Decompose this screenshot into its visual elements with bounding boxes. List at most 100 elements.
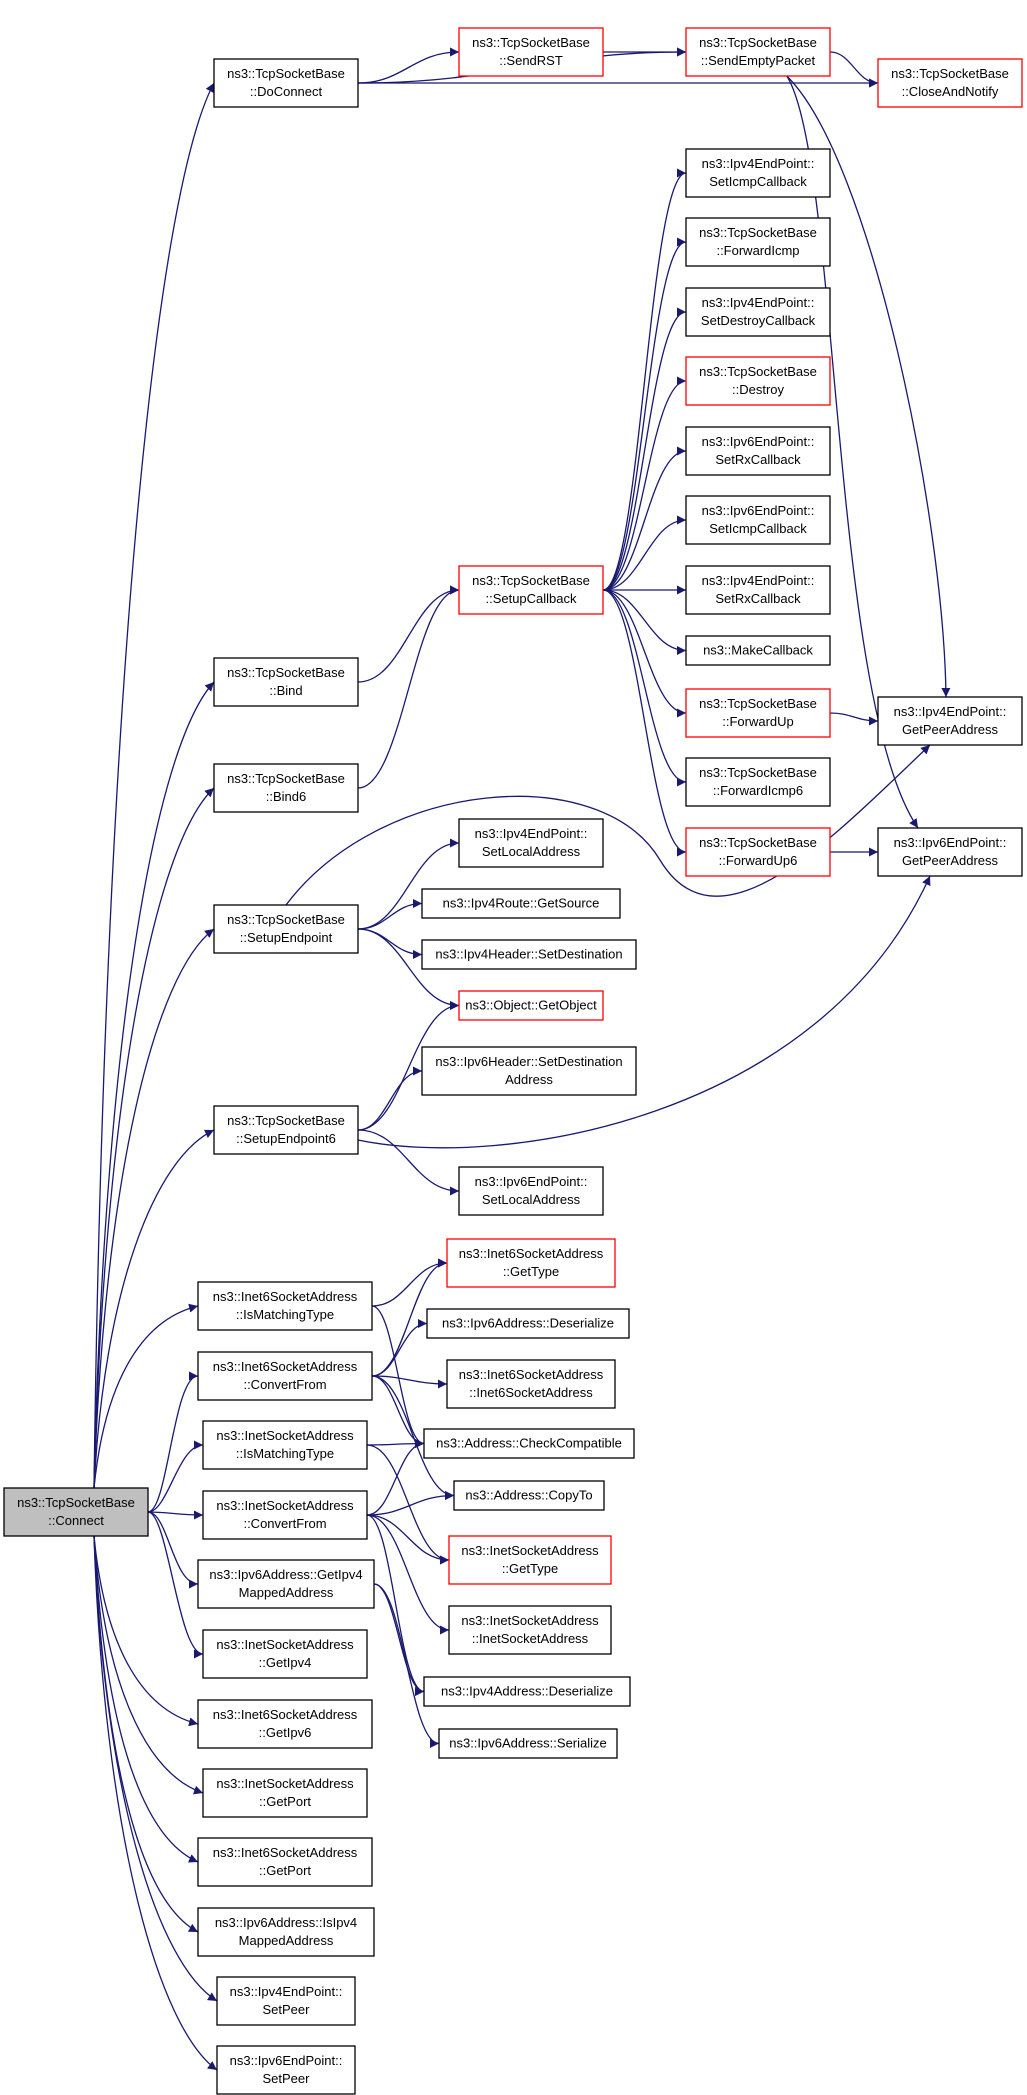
node-fwdicmp6[interactable]: ns3::TcpSocketBase::ForwardIcmp6 — [685, 757, 831, 807]
node-sendempty[interactable]: ns3::TcpSocketBase::SendEmptyPacket — [685, 27, 831, 77]
node-label: MappedAddress — [239, 1585, 334, 1600]
node-label: ns3::TcpSocketBase — [472, 35, 590, 50]
edge-connect-to-i4_getport — [93, 1535, 204, 1795]
node-box — [685, 565, 831, 615]
node-box — [421, 939, 637, 970]
node-i4_convert[interactable]: ns3::InetSocketAddress::ConvertFrom — [202, 1490, 368, 1540]
node-ipv4ep_getpeer[interactable]: ns3::Ipv4EndPoint::GetPeerAddress — [877, 696, 1023, 746]
node-label: ns3::TcpSocketBase — [472, 573, 590, 588]
node-label: ns3::Ipv4Route::GetSource — [443, 896, 600, 911]
node-i4_getipv4[interactable]: ns3::InetSocketAddress::GetIpv4 — [202, 1629, 368, 1679]
edge-setupep6-to-ipv6ep_getpeer — [357, 875, 931, 1149]
node-closenotify[interactable]: ns3::TcpSocketBase::CloseAndNotify — [877, 58, 1023, 108]
node-i4_ctor[interactable]: ns3::InetSocketAddress::InetSocketAddres… — [448, 1605, 612, 1655]
edge-setupcb-to-fwdicmp — [602, 237, 687, 591]
node-box — [421, 888, 621, 919]
node-label: ns3::Ipv6EndPoint:: — [475, 1174, 588, 1189]
node-label: SetIcmpCallback — [709, 521, 807, 536]
node-setupep[interactable]: ns3::TcpSocketBase::SetupEndpoint — [213, 904, 359, 954]
node-label: Address — [505, 1072, 553, 1087]
node-label: ns3::Ipv6EndPoint:: — [894, 835, 1007, 850]
edge-i4_convert-to-ipv4addr_deser — [366, 1514, 425, 1696]
node-i6_convert[interactable]: ns3::Inet6SocketAddress::ConvertFrom — [197, 1351, 373, 1401]
edge-i4_ismatch-to-addr_check — [366, 1439, 425, 1449]
node-connect[interactable]: ns3::TcpSocketBase::Connect — [3, 1487, 149, 1537]
node-ipv4route_getsrc[interactable]: ns3::Ipv4Route::GetSource — [421, 888, 621, 919]
node-fwdicmp[interactable]: ns3::TcpSocketBase::ForwardIcmp — [685, 217, 831, 267]
node-label: ::ForwardUp6 — [719, 853, 798, 868]
node-ipv6addr_deser[interactable]: ns3::Ipv6Address::Deserialize — [426, 1308, 630, 1339]
node-ipv6ep_setrx[interactable]: ns3::Ipv6EndPoint::SetRxCallback — [685, 426, 831, 476]
node-bind6[interactable]: ns3::TcpSocketBase::Bind6 — [213, 763, 359, 813]
node-ipv6addr_ser[interactable]: ns3::Ipv6Address::Serialize — [438, 1728, 618, 1759]
edge-connect-to-ipv4ep_setpeer — [93, 1535, 218, 2002]
node-doconnect[interactable]: ns3::TcpSocketBase::DoConnect — [213, 58, 359, 108]
node-ipv6ep_setlocal[interactable]: ns3::Ipv6EndPoint::SetLocalAddress — [458, 1166, 604, 1216]
node-label: ns3::Inet6SocketAddress — [459, 1367, 604, 1382]
node-box — [446, 1238, 616, 1288]
node-ipv6ep_seticmp[interactable]: ns3::Ipv6EndPoint::SetIcmpCallback — [685, 495, 831, 545]
edge-setupep-to-getobject — [357, 928, 460, 1010]
edge-i6_convert-to-ipv6addr_deser — [371, 1319, 428, 1377]
node-label: ns3::Ipv4EndPoint:: — [702, 156, 815, 171]
node-label: ::SendRST — [499, 53, 563, 68]
edge-fwdup-to-ipv4ep_getpeer — [829, 712, 879, 726]
edge-connect-to-i6_getipv6 — [93, 1535, 199, 1727]
node-label: ns3::Ipv4Header::SetDestination — [435, 947, 622, 962]
node-getobject[interactable]: ns3::Object::GetObject — [458, 990, 604, 1021]
edge-connect-to-i4_convert — [147, 1510, 204, 1520]
node-ipv4ep_setlocal[interactable]: ns3::Ipv4EndPoint::SetLocalAddress — [458, 818, 604, 868]
edge-setupcb-to-destroy — [602, 376, 687, 591]
node-box — [685, 688, 831, 738]
node-label: ns3::Inet6SocketAddress — [213, 1845, 358, 1860]
node-ipv6ep_setpeer[interactable]: ns3::Ipv6EndPoint::SetPeer — [216, 2045, 356, 2095]
node-i4_ismatch[interactable]: ns3::InetSocketAddress::IsMatchingType — [202, 1420, 368, 1470]
node-i4_getport[interactable]: ns3::InetSocketAddress::GetPort — [202, 1768, 368, 1818]
nodes-layer: ns3::TcpSocketBase::Connect ns3::TcpSocke… — [3, 27, 1023, 2095]
node-label: ns3::TcpSocketBase — [699, 835, 817, 850]
node-box — [421, 1046, 637, 1096]
node-i6_ctor[interactable]: ns3::Inet6SocketAddress::Inet6SocketAddr… — [446, 1359, 616, 1409]
node-label: ns3::InetSocketAddress — [216, 1637, 354, 1652]
node-ipv4ep_setpeer[interactable]: ns3::Ipv4EndPoint::SetPeer — [216, 1976, 356, 2026]
node-label: ns3::Address::CheckCompatible — [436, 1436, 622, 1451]
node-ipv4ep_setrx[interactable]: ns3::Ipv4EndPoint::SetRxCallback — [685, 565, 831, 615]
node-i6_getipv6[interactable]: ns3::Inet6SocketAddress::GetIpv6 — [197, 1699, 373, 1749]
node-ipv6ep_getpeer[interactable]: ns3::Ipv6EndPoint::GetPeerAddress — [877, 827, 1023, 877]
node-setupcb[interactable]: ns3::TcpSocketBase::SetupCallback — [458, 565, 604, 615]
edge-bind6-to-setupcb — [357, 585, 460, 789]
node-addr_check[interactable]: ns3::Address::CheckCompatible — [423, 1428, 635, 1459]
node-ipv4ep_setdestroy[interactable]: ns3::Ipv4EndPoint::SetDestroyCallback — [685, 287, 831, 337]
node-i6_gettype[interactable]: ns3::Inet6SocketAddress::GetType — [446, 1238, 616, 1288]
node-label: ns3::Inet6SocketAddress — [213, 1359, 358, 1374]
edge-i4_convert-to-i4_gettype — [366, 1514, 450, 1565]
node-ipv4addr_deser[interactable]: ns3::Ipv4Address::Deserialize — [423, 1676, 631, 1707]
node-i4_gettype[interactable]: ns3::InetSocketAddress::GetType — [448, 1535, 612, 1585]
edge-setupcb-to-fwdup6 — [602, 589, 687, 857]
node-label: SetRxCallback — [715, 591, 801, 606]
node-i6_getport[interactable]: ns3::Inet6SocketAddress::GetPort — [197, 1837, 373, 1887]
node-makecb[interactable]: ns3::MakeCallback — [685, 635, 831, 666]
edge-sendempty-to-ipv4ep_getpeer — [786, 75, 951, 698]
node-sendrst[interactable]: ns3::TcpSocketBase::SendRST — [458, 27, 604, 77]
node-setupep6[interactable]: ns3::TcpSocketBase::SetupEndpoint6 — [213, 1105, 359, 1155]
node-addr_copyto[interactable]: ns3::Address::CopyTo — [453, 1480, 605, 1511]
node-bind[interactable]: ns3::TcpSocketBase::Bind — [213, 657, 359, 707]
node-box — [685, 217, 831, 267]
node-label: SetPeer — [263, 2002, 311, 2017]
node-destroy[interactable]: ns3::TcpSocketBase::Destroy — [685, 356, 831, 406]
node-fwdup[interactable]: ns3::TcpSocketBase::ForwardUp — [685, 688, 831, 738]
node-fwdup6[interactable]: ns3::TcpSocketBase::ForwardUp6 — [685, 827, 831, 877]
node-label: ns3::TcpSocketBase — [699, 225, 817, 240]
node-ipv4ep_seticmp[interactable]: ns3::Ipv4EndPoint::SetIcmpCallback — [685, 148, 831, 198]
node-i6_ismatch[interactable]: ns3::Inet6SocketAddress::IsMatchingType — [197, 1281, 373, 1331]
node-box — [197, 1281, 373, 1331]
edge-i4_convert-to-i4_ctor — [366, 1514, 450, 1635]
node-label: ns3::Object::GetObject — [465, 998, 597, 1013]
edge-connect-to-ipv6ep_setpeer — [93, 1535, 218, 2071]
node-ipv4hdr_setdst[interactable]: ns3::Ipv4Header::SetDestination — [421, 939, 637, 970]
node-label: SetPeer — [263, 2071, 311, 2086]
